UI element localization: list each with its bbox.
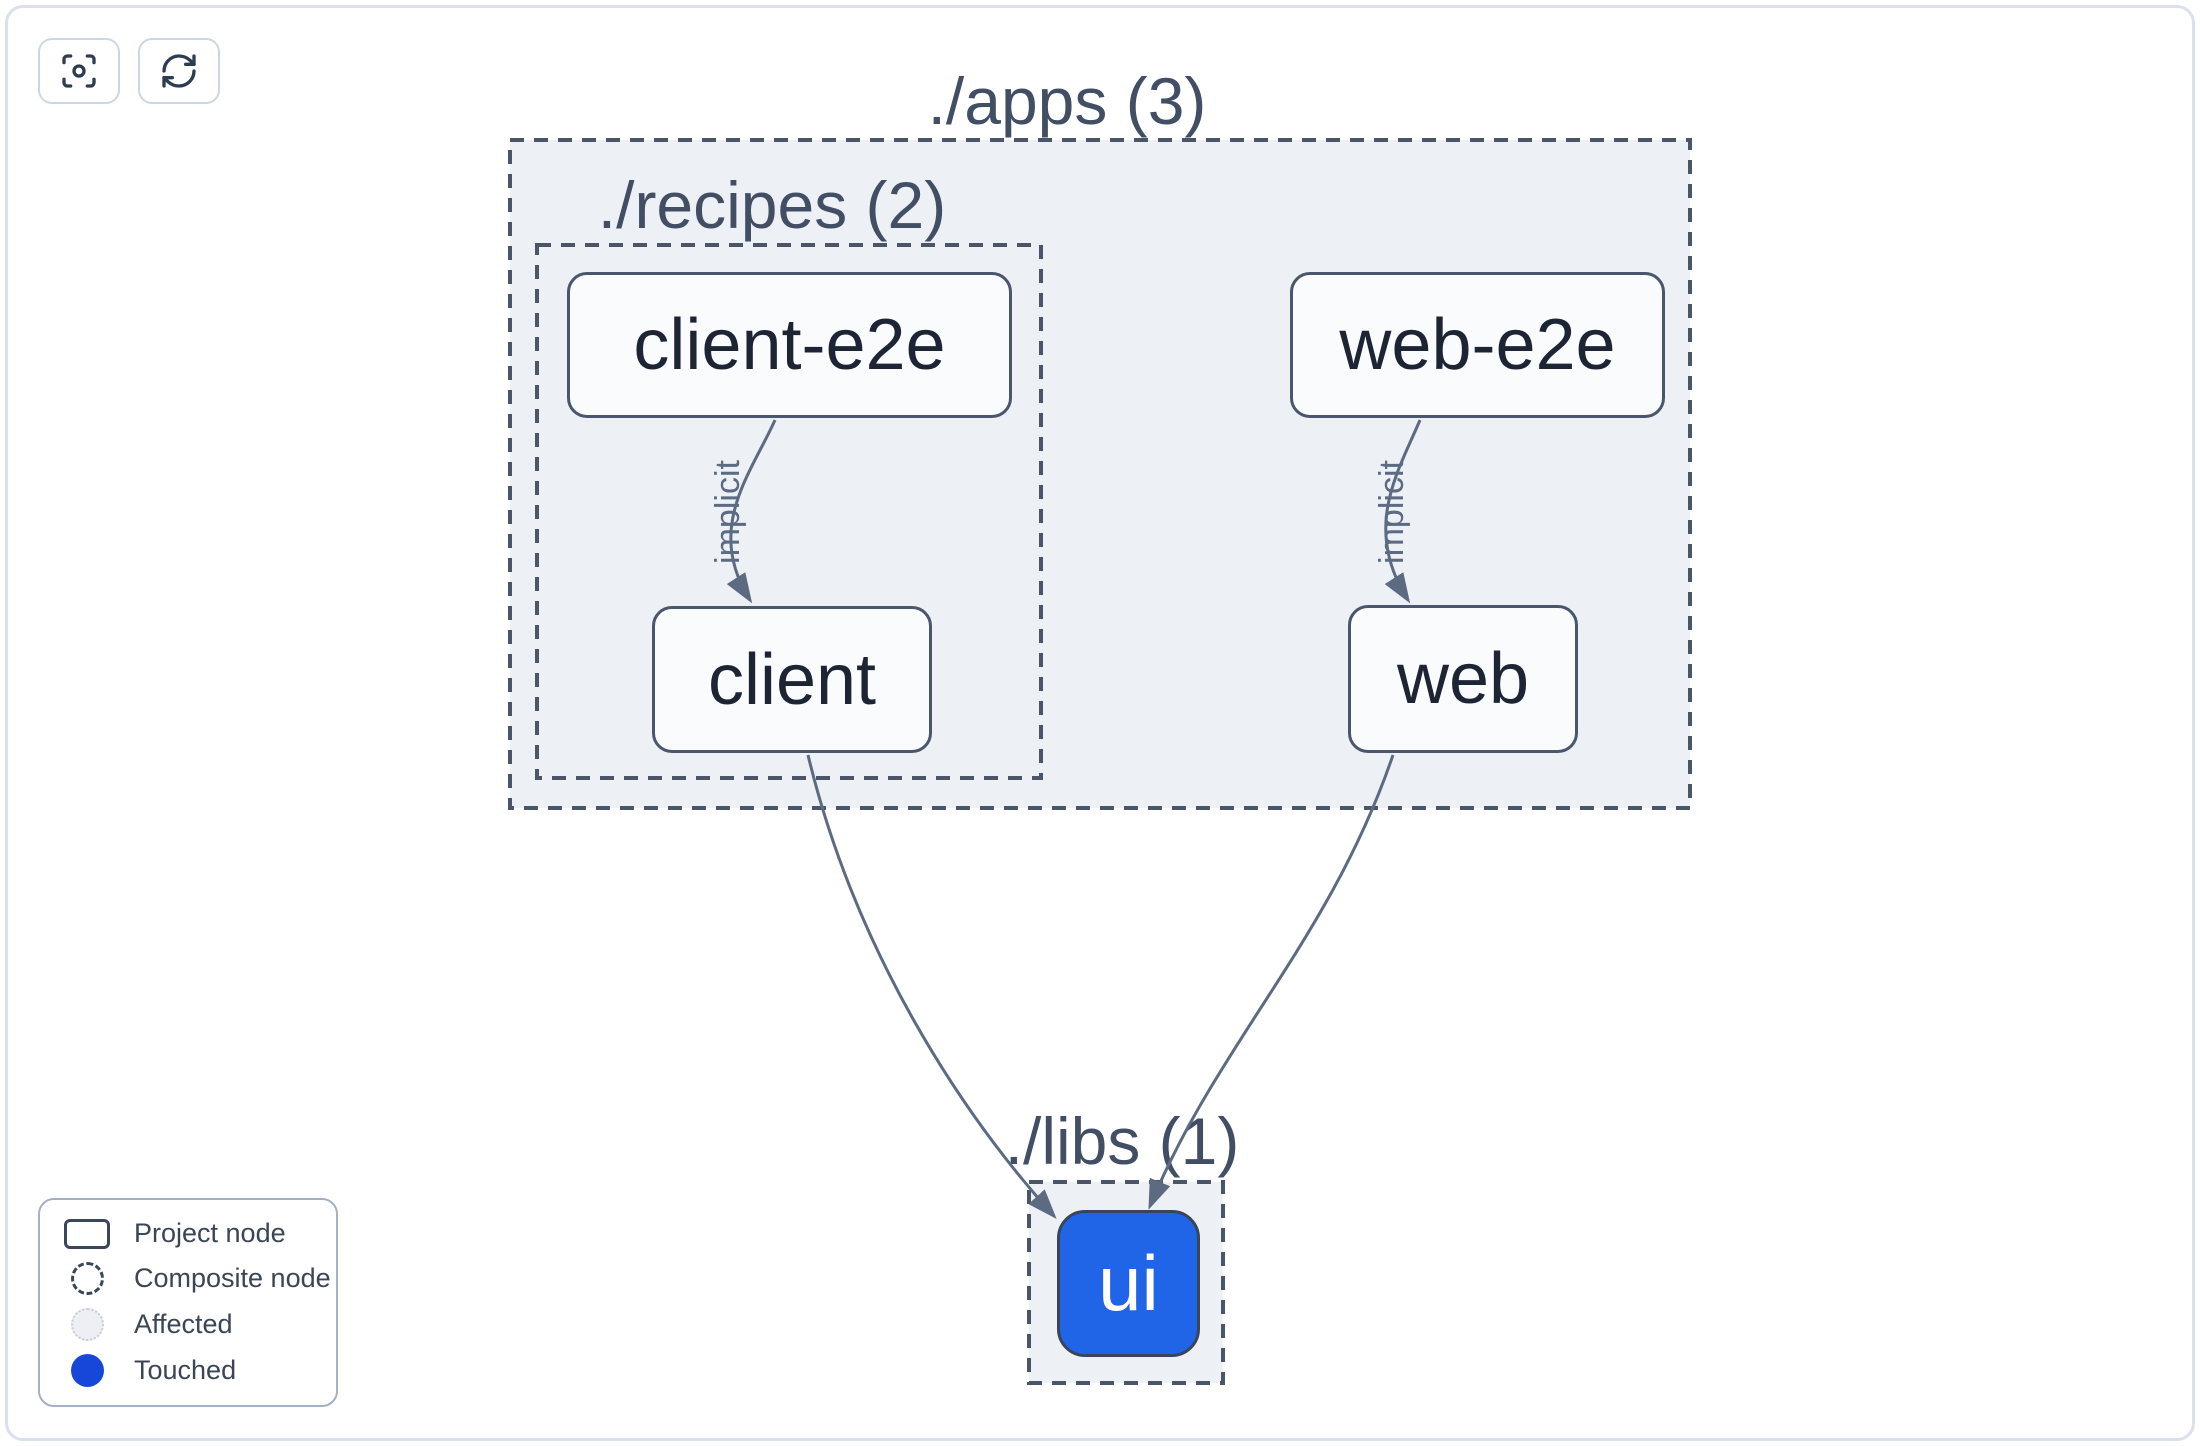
project-node-client[interactable]: client bbox=[652, 606, 932, 753]
refresh-icon bbox=[162, 54, 196, 88]
legend-item-composite-node: Composite node bbox=[62, 1262, 336, 1296]
project-node-ui-touched[interactable]: ui bbox=[1057, 1210, 1200, 1357]
composite-title-recipes[interactable]: ./recipes (2) bbox=[597, 168, 947, 242]
legend-label: Affected bbox=[134, 1308, 233, 1339]
edge-web-to-ui[interactable] bbox=[1148, 754, 1395, 1210]
legend-panel: Project node Composite node Affected Tou… bbox=[38, 1198, 338, 1407]
project-node-client-e2e[interactable]: client-e2e bbox=[567, 272, 1012, 418]
legend-item-project-node: Project node bbox=[62, 1218, 336, 1249]
project-node-swatch bbox=[64, 1218, 110, 1249]
project-node-web[interactable]: web bbox=[1348, 605, 1578, 753]
composite-title-libs[interactable]: ./libs (1) bbox=[1004, 1104, 1240, 1178]
project-node-web-e2e[interactable]: web-e2e bbox=[1290, 272, 1665, 418]
edge-client-to-ui[interactable] bbox=[806, 754, 1057, 1219]
legend-item-touched: Touched bbox=[62, 1353, 336, 1387]
legend-label: Project node bbox=[134, 1218, 286, 1249]
legend-label: Composite node bbox=[134, 1263, 331, 1294]
legend-label: Touched bbox=[134, 1354, 237, 1385]
edge-client-e2e-to-client[interactable] bbox=[726, 419, 777, 604]
affected-swatch bbox=[70, 1307, 104, 1341]
scan-focus-icon bbox=[62, 54, 96, 88]
composite-title-apps[interactable]: ./apps (3) bbox=[927, 64, 1207, 138]
edge-web-e2e-to-web[interactable] bbox=[1384, 419, 1422, 604]
touched-swatch bbox=[70, 1353, 104, 1387]
legend-item-affected: Affected bbox=[62, 1307, 336, 1341]
zoom-to-fit-button[interactable] bbox=[38, 38, 120, 104]
composite-node-swatch bbox=[70, 1262, 104, 1296]
refresh-button[interactable] bbox=[138, 38, 220, 104]
